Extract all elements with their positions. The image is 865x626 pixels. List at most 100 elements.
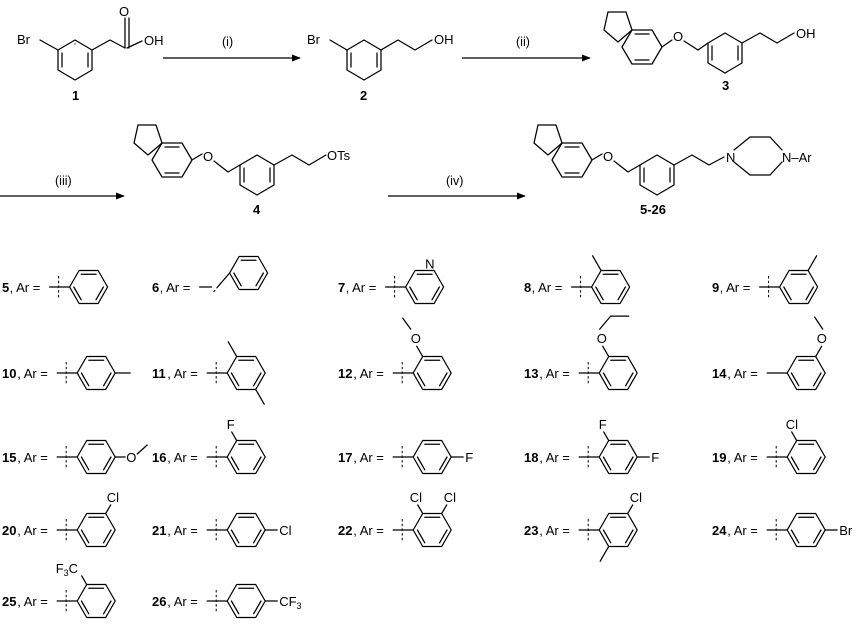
atom-o: O [603, 149, 613, 164]
substituent-26: 26, Ar =CF3 [152, 583, 302, 619]
atom-f: F [465, 450, 473, 465]
substituent-number: 19 [712, 450, 726, 465]
ar-label: , Ar = [17, 594, 48, 609]
atom-cl: Cl [444, 490, 456, 505]
substituent-number: 17 [338, 450, 352, 465]
substituent-18: 18, Ar =FF [524, 417, 659, 475]
substituent-23: 23, Ar = Cl [524, 490, 642, 562]
atom-cl: Cl [107, 490, 119, 505]
atom-f3c: F3C [56, 561, 78, 578]
ar-label: , Ar = [539, 523, 570, 538]
ar-label: , Ar = [346, 280, 377, 295]
substituent-9: 9, Ar = [712, 255, 819, 305]
substituent-number: 13 [524, 366, 538, 381]
atom-cl: Cl [786, 417, 798, 432]
step-iii-label: (iii) [55, 174, 72, 188]
substituent-number: 23 [524, 523, 538, 538]
atom-o: O [673, 29, 683, 44]
compound-1-structure: Br O OH 1 [17, 4, 164, 103]
substituent-number: 12 [338, 366, 352, 381]
atom-f: F [651, 450, 659, 465]
substituent-19: 19, Ar = Cl [712, 417, 826, 475]
substituent-8: 8, Ar = [524, 255, 631, 305]
substituent-10: 10, Ar = [2, 355, 131, 391]
substituent-number: 25 [2, 594, 16, 609]
compound-5-26-number: 5-26 [640, 202, 666, 217]
substituent-20: 20, Ar = Cl [2, 490, 119, 548]
substituent-number: 14 [712, 366, 727, 381]
substituent-15: 15, Ar = O [2, 439, 148, 475]
substituent-21: 21, Ar =Cl [152, 512, 292, 548]
atom-o: O [817, 331, 827, 346]
ar-label: , Ar = [720, 280, 751, 295]
substituent-number: 16 [152, 450, 166, 465]
ar-label: , Ar = [17, 450, 48, 465]
ar-label: , Ar = [532, 280, 563, 295]
ar-label: , Ar = [727, 523, 758, 538]
substituent-number: 11 [152, 366, 166, 381]
atom-br: Br [839, 523, 853, 538]
atom-cl: Cl [630, 490, 642, 505]
step-iv-label: (iv) [446, 174, 463, 188]
ar-label: , Ar = [353, 450, 384, 465]
ar-label: , Ar = [539, 366, 570, 381]
ar-label: , Ar = [167, 523, 198, 538]
substituent-11: 11, Ar = [152, 341, 266, 405]
substituent-5: 5, Ar = [2, 269, 109, 305]
atom-n-ar: N–Ar [782, 150, 812, 165]
atom-br: Br [17, 32, 31, 47]
substituent-number: 8 [524, 280, 531, 295]
substituent-24: 24, Ar =Br [712, 512, 853, 548]
ar-label: , Ar = [727, 366, 758, 381]
atom-o: O [203, 149, 213, 164]
ar-label: , Ar = [167, 594, 198, 609]
atom-f: F [227, 417, 235, 432]
substituent-number: 21 [152, 523, 166, 538]
compound-3-structure: O OH 3 [603, 11, 816, 93]
ar-label: , Ar = [167, 366, 198, 381]
compound-1-number: 1 [72, 88, 79, 103]
substituent-number: 15 [2, 450, 16, 465]
atom-f: F [599, 417, 607, 432]
ar-label: , Ar = [10, 280, 41, 295]
atom-oh: OH [434, 32, 454, 47]
atom-oh: OH [144, 33, 164, 48]
atom-o: O [126, 450, 136, 465]
step-i-label: (i) [222, 35, 233, 49]
substituent-16: 16, Ar =F [152, 417, 266, 475]
substituent-6: 6, Ar = [152, 255, 269, 295]
compound-5-26-structure: O N N–Ar 5-26 [533, 124, 812, 217]
substituent-number: 9 [712, 280, 719, 295]
atom-cf3: CF3 [279, 594, 301, 611]
substituent-number: 20 [2, 523, 16, 538]
compound-2-number: 2 [360, 88, 367, 103]
atom-o: O [411, 331, 421, 346]
substituent-7: 7, Ar = N [338, 257, 445, 305]
substituent-12: 12, Ar = O [338, 317, 452, 391]
substituent-13: 13, Ar = O [524, 315, 638, 391]
atom-ots: OTs [327, 148, 351, 163]
ar-label: , Ar = [727, 450, 758, 465]
atom-o: O [119, 4, 129, 19]
atom-n: N [425, 257, 434, 272]
substituent-number: 7 [338, 280, 345, 295]
ar-label: , Ar = [160, 280, 191, 295]
substituent-number: 5 [2, 280, 9, 295]
atom-n: N [726, 150, 735, 165]
substituent-table: 5, Ar =6, Ar =7, Ar =N8, Ar =9, Ar =10, … [2, 255, 853, 619]
substituent-number: 22 [338, 523, 352, 538]
substituent-14: 14, Ar = O [712, 316, 827, 391]
compound-4-structure: O OTs 4 [133, 124, 351, 217]
substituent-25: 25, Ar = F3C [2, 561, 116, 619]
substituent-number: 6 [152, 280, 159, 295]
ar-label: , Ar = [17, 523, 48, 538]
compound-4-number: 4 [253, 202, 261, 217]
atom-cl: Cl [410, 490, 422, 505]
atom-o: O [597, 331, 607, 346]
atom-br: Br [307, 32, 321, 47]
step-ii-label: (ii) [516, 35, 530, 49]
substituent-number: 10 [2, 366, 16, 381]
ar-label: , Ar = [353, 366, 384, 381]
